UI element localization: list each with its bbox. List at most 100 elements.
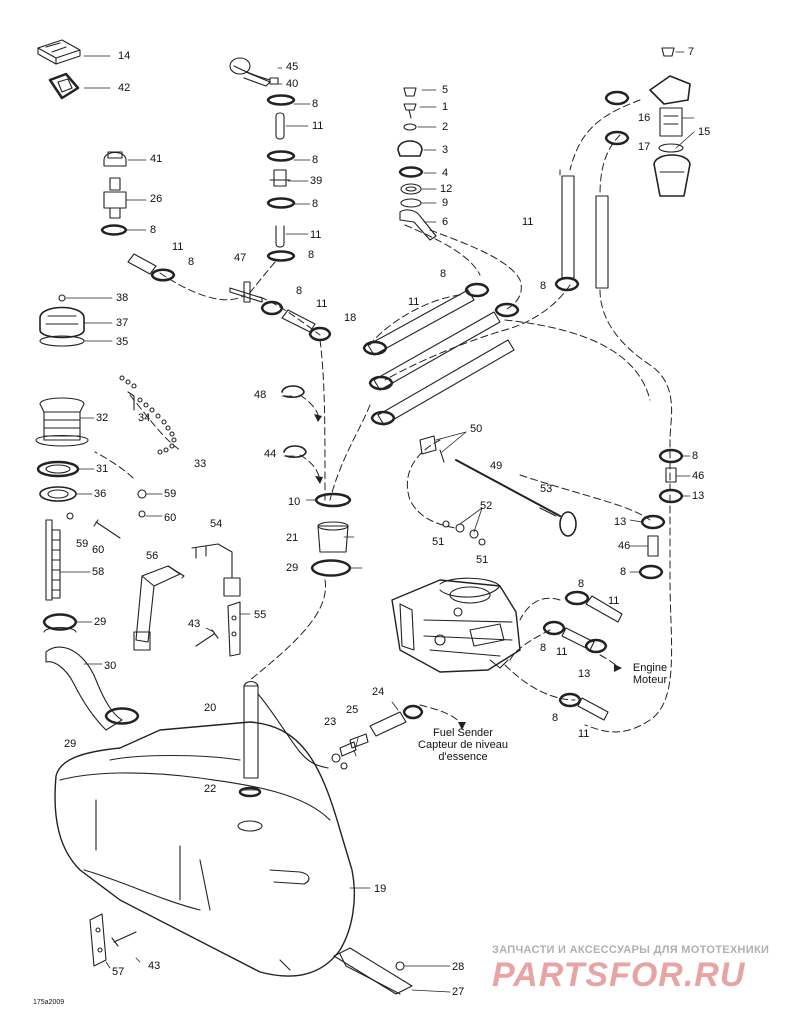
part-label-11: 11: [578, 728, 590, 740]
part-label-8: 8: [188, 256, 195, 268]
part-label-60: 60: [164, 512, 177, 524]
part-45-40-fitting: [229, 57, 279, 87]
part-label-46: 46: [618, 540, 631, 552]
part-58-sender: [45, 519, 61, 601]
part-label-9: 9: [442, 197, 449, 209]
drawing-code: 175a2009: [33, 999, 65, 1006]
part-label-1: 1: [442, 101, 449, 113]
part-label-8: 8: [296, 285, 303, 297]
part-label-3: 3: [442, 144, 449, 156]
part-label-48: 48: [254, 389, 267, 401]
part-label-40: 40: [286, 78, 299, 90]
hose-11-lower-right: [542, 590, 623, 721]
part-right-fittings: [638, 448, 684, 580]
part-filter-assembly: [604, 47, 691, 197]
part-label-36: 36: [94, 488, 107, 500]
arrows: [314, 414, 622, 730]
part-label-11: 11: [608, 595, 620, 607]
part-label-8: 8: [540, 280, 547, 292]
part-label-20: 20: [204, 702, 217, 714]
part-label-7: 7: [688, 46, 695, 58]
part-label-29: 29: [286, 562, 299, 574]
leader-lines: [59, 51, 695, 993]
part-49-53-cable: [419, 435, 577, 537]
part-label-34: 34: [138, 412, 151, 424]
part-label-5: 5: [442, 84, 449, 96]
part-label-11: 11: [172, 241, 184, 253]
part-label-2: 2: [442, 121, 449, 133]
part-label-39: 39: [310, 175, 323, 187]
part-42-pad: [48, 72, 80, 100]
part-label-8: 8: [552, 712, 559, 724]
part-label-43: 43: [188, 618, 201, 630]
part-label-8: 8: [308, 249, 315, 261]
part-label-45: 45: [286, 61, 299, 73]
part-31-36-rings: [36, 460, 80, 502]
hose-11-diagonals: [362, 282, 520, 426]
hose-11-left: [127, 253, 176, 282]
part-label-42: 42: [118, 82, 131, 94]
clamp-group-left-column: [266, 94, 296, 262]
part-label-38: 38: [116, 292, 129, 304]
part-label-22: 22: [204, 783, 217, 795]
part-47-tee: [229, 281, 263, 303]
hose-routing-lines: [94, 99, 673, 733]
part-label-57: 57: [112, 966, 125, 978]
part-label-13: 13: [692, 490, 705, 502]
part-label-8: 8: [578, 578, 585, 590]
part-41-26-fitting: [100, 151, 128, 236]
hose-11-center: [260, 300, 332, 342]
part-label-11: 11: [556, 646, 568, 658]
part-label-49: 49: [490, 460, 503, 472]
part-label-46: 46: [692, 470, 705, 482]
part-23-24-25-connector: [331, 704, 424, 770]
part-label-8: 8: [440, 268, 447, 280]
part-fuel-cap: [39, 294, 85, 347]
part-label-19: 19: [374, 883, 387, 895]
hose-11-vertical-right: [554, 175, 609, 292]
part-label-8: 8: [312, 98, 319, 110]
watermark-logo: PARTSFOR.RU: [492, 956, 746, 994]
part-56-54-brackets: [133, 543, 241, 651]
part-label-58: 58: [92, 566, 105, 578]
part-label-14: 14: [118, 50, 131, 62]
part-stack-center: [397, 87, 437, 241]
part-label-59: 59: [164, 488, 177, 500]
part-label-51: 51: [432, 536, 445, 548]
part-27-28-bottom: [333, 947, 413, 995]
part-label-25: 25: [346, 704, 359, 716]
part-label-24: 24: [372, 686, 385, 698]
part-label-35: 35: [116, 336, 129, 348]
fuel-sender-callout: Fuel Sender Capteur de niveau d'essence: [418, 727, 508, 763]
part-label-13: 13: [614, 516, 627, 528]
part-label-60: 60: [92, 544, 105, 556]
part-label-4: 4: [442, 167, 449, 179]
part-label-15: 15: [698, 126, 711, 138]
part-label-29: 29: [64, 738, 77, 750]
part-label-11: 11: [408, 296, 420, 308]
part-label-31: 31: [96, 463, 109, 475]
part-label-12: 12: [440, 183, 453, 195]
part-label-11: 11: [522, 216, 534, 228]
part-59-60-small: [66, 489, 147, 539]
part-label-55: 55: [254, 609, 267, 621]
part-label-8: 8: [540, 642, 547, 654]
part-label-18: 18: [344, 312, 357, 324]
watermark-tagline: ЗАПЧАСТИ И АКСЕССУАРЫ ДЛЯ МОТОТЕХНИКИ: [492, 944, 770, 956]
part-label-27: 27: [452, 986, 465, 998]
part-14-bracket: [37, 39, 81, 65]
part-label-53: 53: [540, 483, 553, 495]
part-label-8: 8: [312, 154, 319, 166]
part-48-44-clips: [281, 385, 307, 458]
part-label-28: 28: [452, 961, 465, 973]
part-label-51: 51: [476, 554, 489, 566]
part-label-52: 52: [480, 500, 493, 512]
part-label-47: 47: [234, 252, 247, 264]
part-label-54: 54: [210, 518, 223, 530]
part-label-32: 32: [96, 412, 109, 424]
part-label-44: 44: [264, 448, 277, 460]
part-label-33: 33: [194, 458, 207, 470]
part-33-chain: [119, 375, 177, 455]
